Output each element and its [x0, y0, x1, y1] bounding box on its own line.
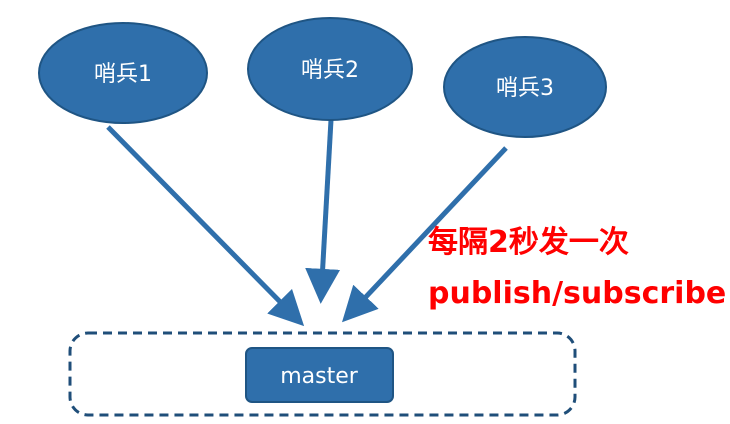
sentinel-node-3: 哨兵3 — [443, 36, 607, 138]
sentinel-label-1: 哨兵1 — [94, 62, 152, 87]
master-node: master — [245, 347, 394, 403]
arrow-sentinel-3 — [342, 146, 508, 323]
note-pubsub: publish/subscribe — [428, 276, 726, 311]
sentinel-node-2: 哨兵2 — [247, 17, 413, 121]
arrow-sentinel-1 — [106, 125, 305, 327]
arrow-sentinel-2 — [305, 119, 341, 304]
sentinel-label-3: 哨兵3 — [496, 76, 554, 101]
sentinel-label-2: 哨兵2 — [301, 58, 359, 83]
note-interval: 每隔2秒发一次 — [428, 225, 629, 260]
master-label: master — [280, 364, 359, 389]
sentinel-node-1: 哨兵1 — [38, 22, 208, 124]
